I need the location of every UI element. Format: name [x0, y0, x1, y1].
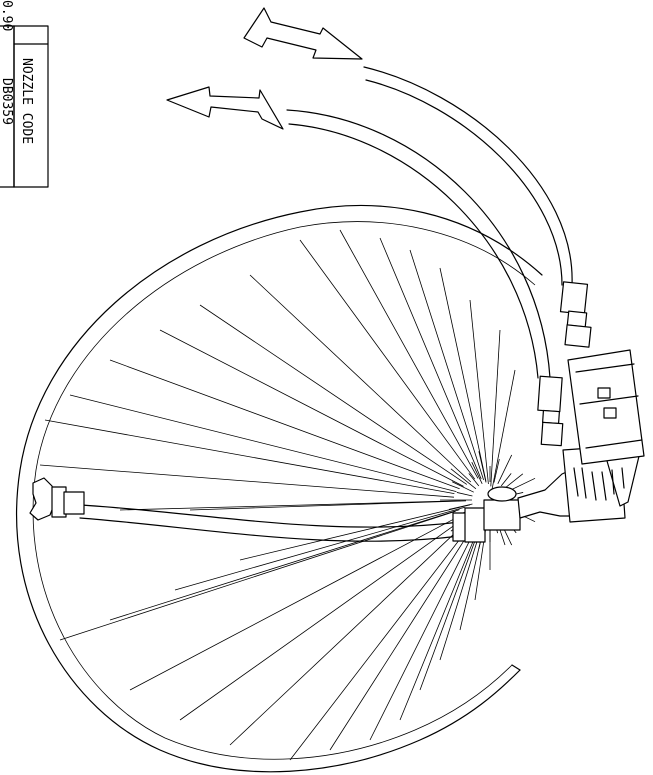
spray-burst-line	[450, 468, 477, 490]
spray-ray	[299, 239, 476, 480]
title-block: NOZZLE CODE DB0359 0.90	[0, 0, 49, 188]
spray-ray	[490, 329, 501, 487]
spray-ray	[189, 500, 467, 511]
spray-ray	[119, 500, 461, 511]
spray-ray	[44, 419, 455, 494]
spray-ray	[419, 515, 485, 691]
spray-ray	[199, 304, 468, 485]
spray-burst-line	[493, 458, 500, 483]
spray-ray	[369, 519, 481, 741]
spray-ray	[109, 509, 460, 621]
spray-ray	[179, 517, 466, 721]
spray-ray	[39, 464, 455, 498]
spray-ray	[379, 237, 482, 480]
nozzle-code-header: NOZZLE CODE	[19, 58, 34, 144]
spray-ray	[129, 514, 462, 691]
spray-ray	[439, 267, 487, 482]
spray-ray	[249, 274, 472, 483]
spray-ray	[59, 510, 456, 641]
spray-burst-line	[503, 473, 524, 490]
spray-burst-line	[497, 454, 513, 484]
nozzle-code-value: DB0359	[0, 78, 14, 125]
supply-hose	[363, 66, 592, 348]
spray-burst-line	[456, 492, 473, 497]
inflow-arrow-icon	[243, 7, 363, 60]
spray-ray	[109, 359, 460, 490]
nozzle-size-value: 0.90	[0, 0, 14, 31]
spray-burst-line	[500, 473, 512, 487]
spray-ray	[339, 229, 479, 479]
spray-pattern	[15, 204, 543, 773]
spray-ray	[399, 517, 484, 721]
spray-ray	[469, 299, 489, 485]
spray-ray	[229, 519, 470, 746]
spray-ray	[174, 506, 465, 591]
spray-ray	[491, 369, 516, 490]
spray-burst-line	[478, 451, 487, 483]
spray-ray	[289, 520, 475, 761]
spray-burst-line	[451, 481, 474, 493]
outflow-arrow-icon	[166, 86, 284, 130]
return-hose	[286, 109, 564, 447]
gun-body	[517, 349, 645, 523]
spray-burst-line	[471, 461, 483, 484]
spray-ray	[409, 249, 484, 481]
spray-burst-line	[448, 503, 473, 510]
spray-ray	[159, 329, 464, 487]
spray-rays	[39, 229, 536, 761]
spray-ray	[239, 504, 471, 561]
spray-burst-line	[468, 473, 480, 487]
spray-ray	[329, 519, 478, 751]
nozzle-lance	[29, 477, 521, 543]
spray-ray	[69, 394, 457, 492]
